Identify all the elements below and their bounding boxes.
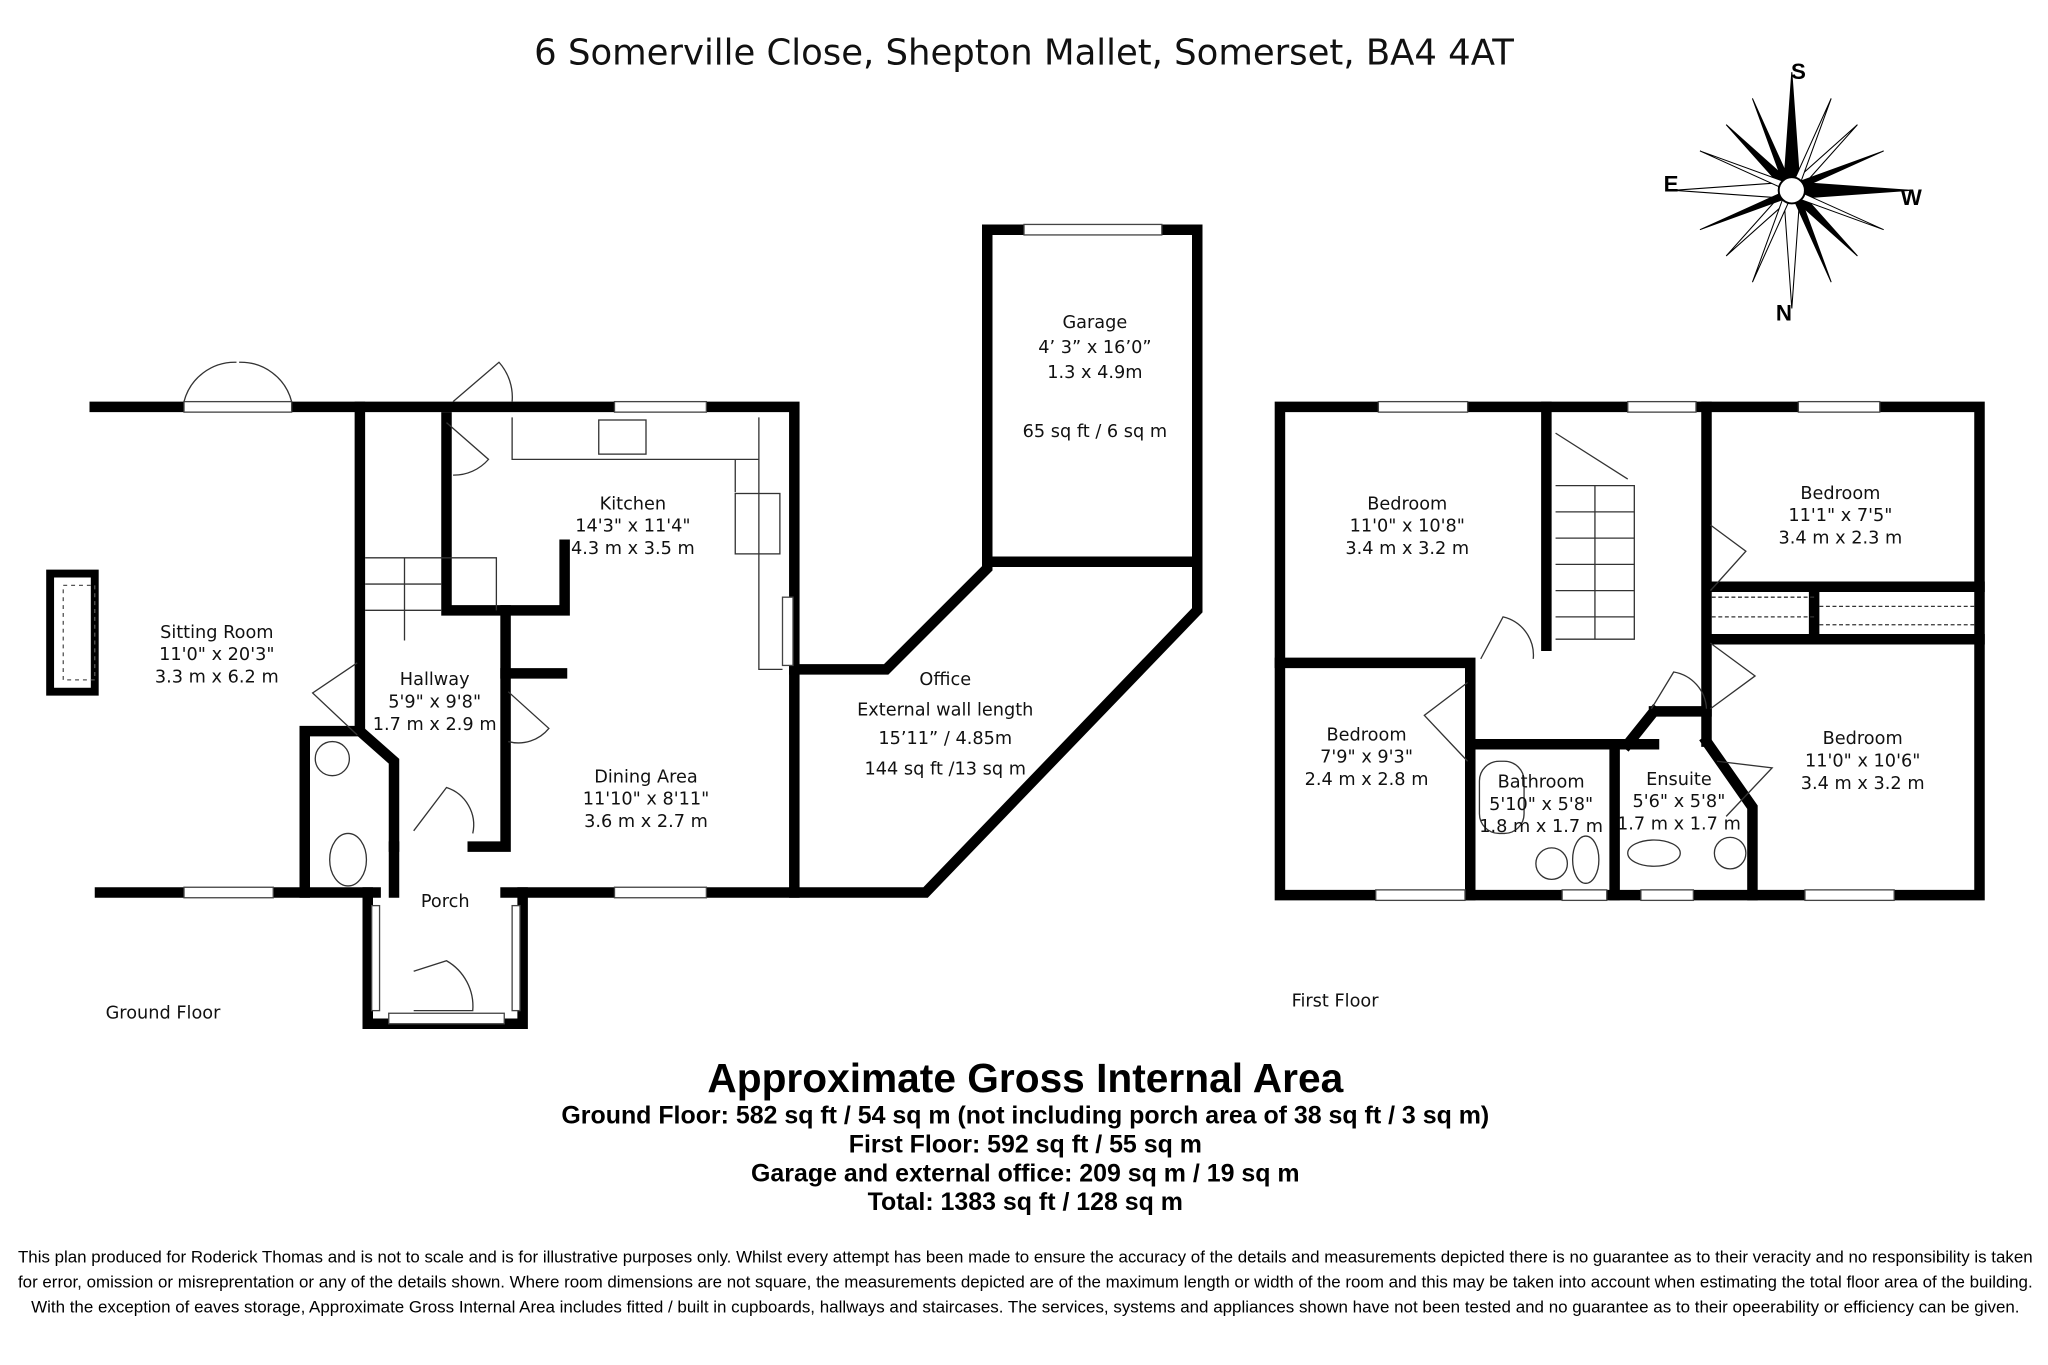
room-name: Bedroom [1367, 494, 1447, 514]
disclaimer-line: for error, omission or misreprentation o… [18, 1274, 2033, 1292]
compass-north: N [1776, 300, 1792, 325]
room-name: Bedroom [1800, 484, 1880, 504]
room-metric: 1.8 m x 1.7 m [1479, 817, 1603, 837]
room-length: 15’11” / 4.85m [878, 729, 1012, 749]
room-ensuite: Ensuite 5'6" x 5'8" 1.7 m x 1.7 m [1617, 770, 1741, 835]
room-name: Hallway [400, 670, 470, 690]
first-floor-label: First Floor [1292, 992, 1380, 1012]
room-dining-area: Dining Area 11'10" x 8'11" 3.6 m x 2.7 m [583, 767, 710, 832]
first-floor-plan [1274, 400, 1985, 902]
disclaimer-line: With the exception of eaves storage, App… [31, 1299, 2019, 1317]
room-imperial: 11'10" x 8'11" [583, 790, 710, 810]
room-name: Office [919, 670, 971, 690]
ground-floor-label: Ground Floor [106, 1004, 222, 1024]
room-imperial: 11'0" x 20'3" [159, 645, 274, 665]
room-name: Dining Area [594, 767, 698, 787]
room-garage: Garage 4’ 3” x 16’0” 1.3 x 4.9m 65 sq ft… [1023, 313, 1168, 442]
room-imperial: 11'1" x 7'5" [1788, 506, 1892, 526]
compass-south: S [1791, 59, 1806, 84]
room-name: Bathroom [1498, 773, 1585, 793]
room-bathroom: Bathroom 5'10" x 5'8" 1.8 m x 1.7 m [1479, 773, 1603, 838]
room-name: Bedroom [1823, 729, 1903, 749]
room-area: 65 sq ft / 6 sq m [1023, 422, 1168, 442]
room-bedroom-1: Bedroom 11'0" x 10'8" 3.4 m x 3.2 m [1345, 494, 1469, 559]
room-name: Sitting Room [160, 623, 273, 643]
room-name: Kitchen [600, 494, 667, 514]
summary-line: First Floor: 592 sq ft / 55 sq m [849, 1130, 1202, 1158]
room-metric: 1.7 m x 1.7 m [1617, 815, 1741, 835]
compass-east: E [1664, 172, 1679, 197]
room-imperial: 5'6" x 5'8" [1633, 792, 1726, 812]
compass-rose-icon: S N E W [1664, 59, 1923, 326]
room-bedroom-3: Bedroom 7'9" x 9'3" 2.4 m x 2.8 m [1305, 725, 1429, 790]
room-metric: 2.4 m x 2.8 m [1305, 770, 1429, 790]
room-imperial: 11'0" x 10'8" [1350, 517, 1465, 537]
room-metric: 3.3 m x 6.2 m [155, 668, 279, 688]
disclaimer: This plan produced for Roderick Thomas a… [18, 1249, 2033, 1317]
room-name: Bedroom [1327, 725, 1407, 745]
room-metric: 3.6 m x 2.7 m [584, 812, 708, 832]
room-kitchen: Kitchen 14'3" x 11'4" 4.3 m x 3.5 m [571, 494, 695, 559]
room-bedroom-2: Bedroom 11'1" x 7'5" 3.4 m x 2.3 m [1778, 484, 1902, 549]
room-imperial: 4’ 3” x 16’0” [1038, 338, 1151, 358]
room-bedroom-4: Bedroom 11'0" x 10'6" 3.4 m x 3.2 m [1801, 729, 1925, 794]
plan-title: 6 Somerville Close, Shepton Mallet, Some… [534, 32, 1514, 73]
disclaimer-line: This plan produced for Roderick Thomas a… [18, 1249, 2033, 1267]
summary-heading: Approximate Gross Internal Area [707, 1055, 1343, 1101]
room-sitting-room: Sitting Room 11'0" x 20'3" 3.3 m x 6.2 m [155, 623, 279, 688]
room-imperial: 14'3" x 11'4" [575, 517, 690, 537]
room-imperial: 7'9" x 9'3" [1320, 748, 1413, 768]
room-metric: 3.4 m x 2.3 m [1778, 528, 1902, 548]
room-area: 144 sq ft /13 sq m [865, 759, 1026, 779]
room-imperial: 11'0" x 10'6" [1805, 752, 1920, 772]
room-metric: 1.7 m x 2.9 m [373, 715, 497, 735]
summary-line: Total: 1383 sq ft / 128 sq m [868, 1188, 1183, 1216]
room-name: Garage [1062, 313, 1127, 333]
room-note: External wall length [857, 700, 1033, 720]
room-metric: 1.3 x 4.9m [1047, 363, 1142, 383]
compass-west: W [1901, 185, 1923, 210]
room-imperial: 5'10" x 5'8" [1489, 795, 1593, 815]
summary-line: Garage and external office: 209 sq m / 1… [751, 1159, 1300, 1187]
room-imperial: 5'9" x 9'8" [388, 692, 481, 712]
room-office: Office External wall length 15’11” / 4.8… [857, 670, 1033, 779]
ground-floor-plan [46, 223, 1203, 1029]
room-metric: 3.4 m x 3.2 m [1801, 774, 1925, 794]
area-summary: Approximate Gross Internal Area Ground F… [561, 1055, 1489, 1216]
room-metric: 3.4 m x 3.2 m [1345, 539, 1469, 559]
room-metric: 4.3 m x 3.5 m [571, 539, 695, 559]
summary-line: Ground Floor: 582 sq ft / 54 sq m (not i… [561, 1102, 1489, 1130]
room-porch: Porch [421, 892, 470, 912]
room-name: Ensuite [1646, 770, 1712, 790]
room-hallway: Hallway 5'9" x 9'8" 1.7 m x 2.9 m [373, 670, 497, 735]
